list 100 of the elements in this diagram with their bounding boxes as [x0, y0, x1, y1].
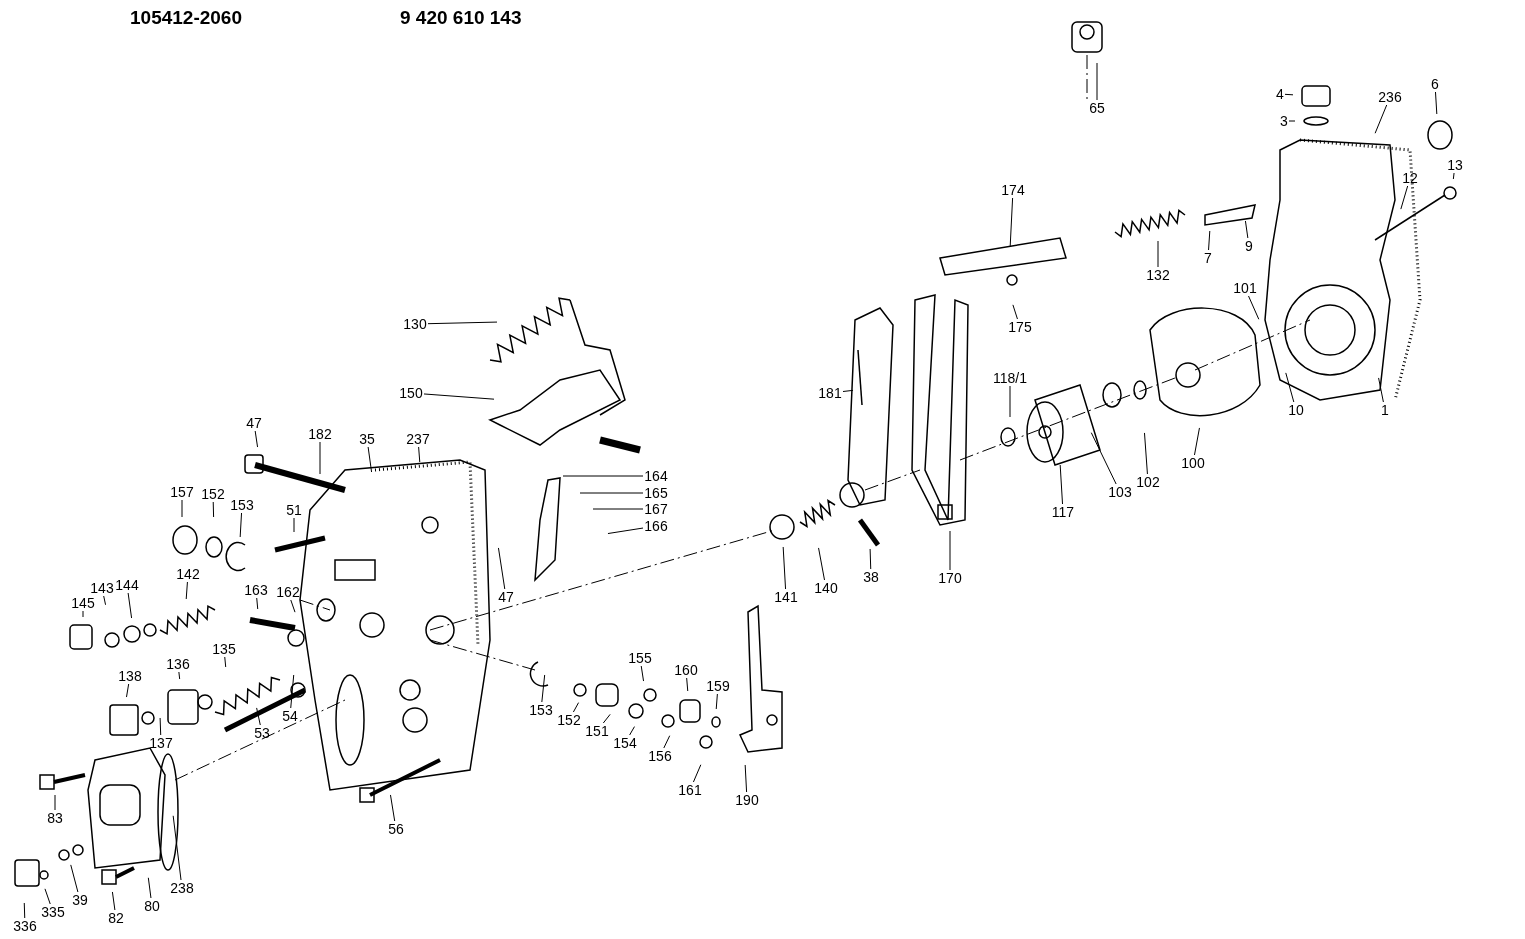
callout-number: 140 [813, 580, 839, 596]
leader-line [592, 508, 644, 510]
callout-number: 35 [358, 431, 376, 447]
leader-line [1288, 120, 1296, 122]
callout-number: 7 [1203, 250, 1213, 266]
callout-number: 141 [773, 589, 799, 605]
part-number: 9 420 610 143 [400, 6, 522, 30]
callout-number: 101 [1232, 280, 1258, 296]
callout-number: 167 [643, 501, 669, 517]
leader-line [159, 717, 162, 736]
callout-number: 117 [1050, 504, 1076, 520]
callout-number: 82 [107, 910, 125, 926]
leader-line [602, 713, 611, 724]
leader-line [293, 517, 295, 533]
callout-number: 137 [148, 735, 174, 751]
callout-number: 9 [1244, 238, 1254, 254]
leader-line [82, 610, 84, 618]
leader-line [212, 501, 215, 518]
leader-line [629, 726, 635, 736]
leader-line [1285, 372, 1295, 403]
leader-line [54, 794, 56, 811]
callout-number: 164 [643, 468, 669, 484]
leader-line [607, 527, 644, 535]
callout-number: 142 [175, 566, 201, 582]
callout-number: 157 [169, 484, 195, 500]
leader-line [367, 446, 373, 473]
callout-number: 130 [402, 316, 428, 332]
leader-line [579, 492, 644, 494]
callout-number: 12 [1401, 170, 1419, 186]
part-number: 105412-2060 [130, 6, 242, 30]
callout-number: 4 [1275, 86, 1285, 102]
callout-number: 165 [643, 485, 669, 501]
leader-line [1096, 62, 1098, 101]
callout-number: 153 [229, 497, 255, 513]
leader-line [224, 656, 227, 668]
callout-number: 166 [643, 518, 669, 534]
callout-number: 336 [12, 918, 38, 934]
callout-number: 56 [387, 821, 405, 837]
callout-number: 143 [89, 580, 115, 596]
leader-line [1378, 377, 1384, 403]
leader-line [572, 702, 580, 713]
callout-number: 181 [817, 385, 843, 401]
callout-number: 152 [200, 486, 226, 502]
leader-line [640, 665, 645, 682]
callout-number: 10 [1287, 402, 1305, 418]
callout-number: 153 [528, 702, 554, 718]
callout-number: 54 [281, 708, 299, 724]
callout-number: 51 [285, 502, 303, 518]
callout-number: 238 [169, 880, 195, 896]
leader-line [1193, 427, 1200, 456]
leader-line [1452, 172, 1455, 180]
callout-number: 135 [211, 641, 237, 657]
leader-line [185, 581, 188, 600]
leader-line [111, 891, 116, 911]
leader-line [70, 864, 79, 893]
callout-number: 136 [165, 656, 191, 672]
callout-number: 170 [937, 570, 963, 586]
leader-line [254, 430, 259, 448]
leader-line [686, 677, 689, 692]
callout-number: 100 [1180, 455, 1206, 471]
leader-line [869, 548, 872, 570]
leader-line [692, 764, 702, 783]
callout-number: 6 [1430, 76, 1440, 92]
leader-line [319, 441, 321, 475]
leader-line [256, 597, 259, 610]
callout-number: 39 [71, 892, 89, 908]
leader-line [1012, 304, 1018, 320]
callout-number: 3 [1279, 113, 1289, 129]
leader-line [1059, 464, 1063, 505]
leader-line [818, 547, 825, 581]
callout-number: 182 [307, 426, 333, 442]
leader-line [423, 393, 495, 400]
leader-line [126, 683, 130, 698]
leader-line [1244, 220, 1249, 239]
callout-number: 161 [677, 782, 703, 798]
callout-number: 152 [556, 712, 582, 728]
leader-line [418, 446, 421, 463]
callout-number: 151 [584, 723, 610, 739]
callout-number: 145 [70, 595, 96, 611]
callout-number: 156 [647, 748, 673, 764]
callout-number: 162 [275, 584, 301, 600]
leader-line [390, 794, 396, 822]
leader-line [1144, 432, 1148, 475]
leader-line [744, 764, 748, 793]
leader-line [23, 902, 26, 919]
callout-number: 190 [734, 792, 760, 808]
callout-number: 83 [46, 810, 64, 826]
leader-line [239, 512, 243, 538]
callout-number: 159 [705, 678, 731, 694]
leader-line [127, 592, 133, 619]
callout-number: 335 [40, 904, 66, 920]
callout-number: 236 [1377, 89, 1403, 105]
leader-line [842, 389, 854, 392]
leader-line [541, 674, 546, 703]
leader-line [663, 735, 671, 749]
leader-line [1248, 295, 1260, 320]
callout-number: 237 [405, 431, 431, 447]
callout-number: 118/1 [989, 370, 1031, 386]
callout-number: 174 [1000, 182, 1026, 198]
leader-line [147, 877, 152, 899]
